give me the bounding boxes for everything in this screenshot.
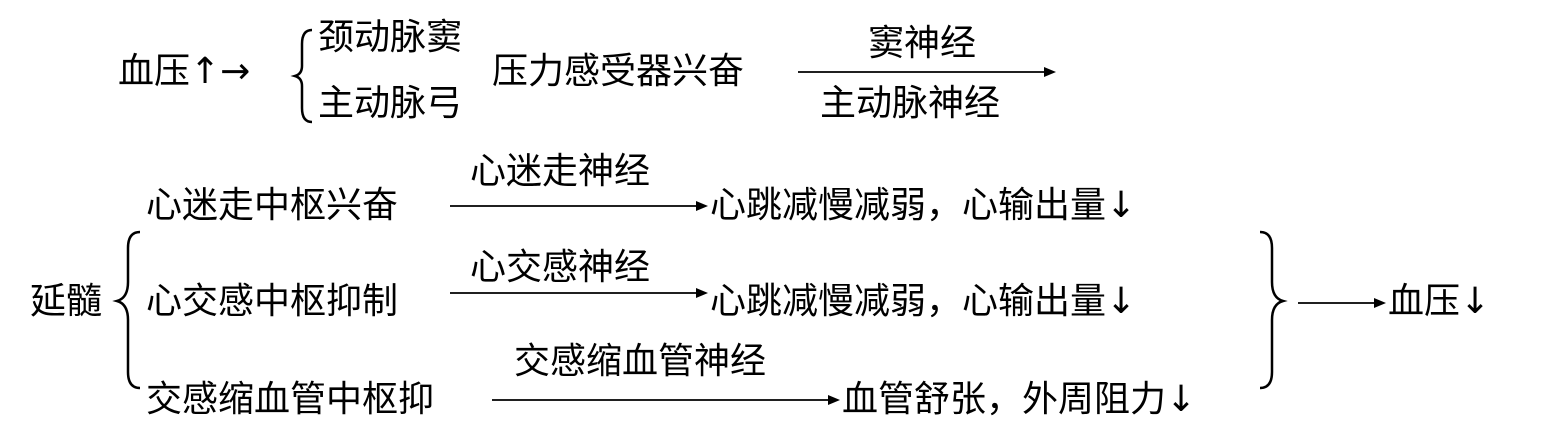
top-left-brace <box>290 28 313 124</box>
branch-1-effect: 心跳减慢减弱，心输出量↓ <box>710 185 1137 226</box>
nerve-upper-label: 窦神经 <box>868 23 977 64</box>
nerve-lower-label: 主动脉神经 <box>820 83 1001 124</box>
branch-2-arrow-head <box>696 288 708 298</box>
medulla-label: 延髓 <box>30 281 103 322</box>
start-label: 血压↑→ <box>118 51 251 92</box>
branch-1-nerve: 心迷走神经 <box>470 151 651 192</box>
top-arrow-head <box>1044 67 1056 77</box>
branch-3-arrow-head <box>828 395 840 405</box>
receptor-label: 压力感受器兴奋 <box>492 51 745 92</box>
medulla-brace <box>112 230 141 390</box>
final-arrow-head <box>1374 298 1386 308</box>
receptor-site-carotid-sinus: 颈动脉窦 <box>318 17 463 58</box>
branch-1-arrow-head <box>696 201 708 211</box>
right-brace <box>1259 230 1288 390</box>
branch-2-nerve: 心交感神经 <box>470 247 651 288</box>
branch-1-from: 心迷走中枢兴奋 <box>146 185 399 226</box>
result-label: 血压↓ <box>1388 281 1491 322</box>
branch-3-from: 交感缩血管中枢抑 <box>146 379 435 420</box>
branch-3-nerve: 交感缩血管神经 <box>514 341 767 382</box>
receptor-site-aortic-arch: 主动脉弓 <box>318 83 463 124</box>
branch-3-effect: 血管舒张，外周阻力↓ <box>842 379 1197 420</box>
branch-2-effect: 心跳减慢减弱，心输出量↓ <box>710 281 1137 322</box>
branch-2-from: 心交感中枢抑制 <box>146 281 399 322</box>
